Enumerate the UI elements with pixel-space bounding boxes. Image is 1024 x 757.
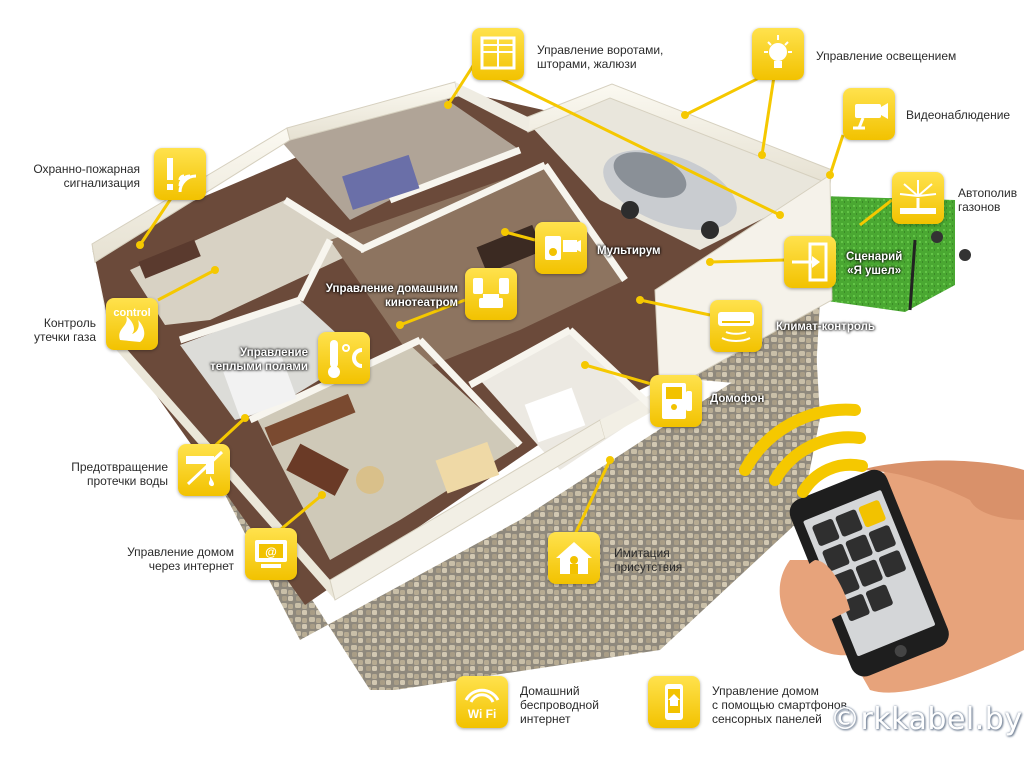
ac-icon xyxy=(710,300,762,352)
label-alarm: Охранно-пожарная сигнализация xyxy=(33,162,140,190)
sprinkler-icon xyxy=(892,172,944,224)
watermark: ©rkkabel.by xyxy=(830,702,1023,737)
cinema-icon xyxy=(465,268,517,320)
gas-icon: control xyxy=(106,298,158,350)
label-cinema: Управление домашним кинотеатром xyxy=(325,283,458,309)
label-water: Предотвращение протечки воды xyxy=(71,460,168,488)
label-scenario: Сценарий «Я ушел» xyxy=(846,251,903,277)
label-lighting: Управление освещением xyxy=(816,49,957,63)
car xyxy=(603,150,737,239)
label-multiroom: Мультирум xyxy=(597,245,661,257)
label-smartphone: Управление домом с помощью смартфонов, с… xyxy=(712,684,851,726)
thermometer-icon xyxy=(318,332,370,384)
house xyxy=(91,81,971,605)
label-video: Видеонаблюдение xyxy=(906,108,1011,122)
alarm-icon xyxy=(154,148,206,200)
svg-text:@: @ xyxy=(265,545,277,559)
wifi-icon-text: Wi Fi xyxy=(468,707,497,721)
multiroom-icon xyxy=(535,222,587,274)
label-wifi: Домашний беспроводной интернет xyxy=(520,684,599,726)
connector-dots xyxy=(136,101,834,499)
smartphone-hand xyxy=(739,403,1024,693)
label-internet-control: Управление домом через интернет xyxy=(127,545,234,573)
label-intercom: Домофон xyxy=(710,393,765,405)
intercom-icon xyxy=(650,375,702,427)
internet-icon: @ xyxy=(245,528,297,580)
gas-icon-text: control xyxy=(113,307,150,319)
label-climate: Климат-контроль xyxy=(776,321,875,333)
label-irrigation: Автополив газонов xyxy=(958,186,1018,214)
presence-icon xyxy=(548,532,600,584)
camera-icon xyxy=(843,88,895,140)
phone-icon xyxy=(648,676,700,728)
bulb-icon xyxy=(752,28,804,80)
label-presence: Имитация присутствия xyxy=(614,546,683,574)
label-gates: Управление воротами, шторами, жалюзи xyxy=(537,43,664,71)
blinds-icon xyxy=(472,28,524,80)
label-floor-heating: Управление теплыми полами xyxy=(210,347,308,373)
leak-icon xyxy=(178,444,230,496)
wifi-icon: Wi Fi xyxy=(456,676,508,728)
label-gas: Контроль утечки газа xyxy=(33,316,96,344)
exit-icon xyxy=(784,236,836,288)
